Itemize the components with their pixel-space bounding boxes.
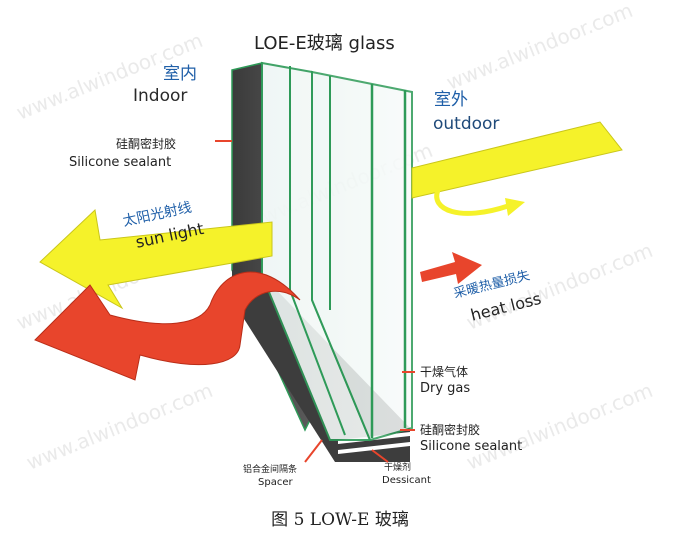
sealant-bottom-label-cn: 硅酮密封胶 (420, 423, 481, 437)
watermark-text: www.alwindoor.com (463, 378, 656, 475)
watermark-text: www.alwindoor.com (23, 378, 216, 475)
desiccant-label-cn: 干燥剂 (384, 463, 412, 473)
outdoor-label-en: outdoor (433, 114, 500, 134)
sealant-top-label-en: Silicone sealant (69, 155, 172, 170)
watermark-text: www.alwindoor.com (443, 0, 636, 95)
reflection-curl-arrow (434, 189, 509, 216)
sealant-bottom-label-en: Silicone sealant (420, 439, 523, 454)
spacer-label-en: Spacer (258, 477, 293, 488)
drygas-label-cn: 干燥气体 (420, 365, 469, 379)
heat-arrow-indoor (34, 271, 301, 381)
figure-caption: 图 5 LOW-E 玻璃 (271, 510, 409, 530)
sunlight-arrow-outdoor (411, 121, 623, 199)
spacer-strip (338, 442, 410, 454)
heat-loss-arrow (420, 252, 482, 284)
drygas-label-en: Dry gas (420, 381, 471, 396)
outdoor-label-cn: 室外 (434, 90, 468, 110)
desiccant-label-en: Dessicant (382, 475, 431, 486)
glass-diagram-illustration: www.alwindoor.com www.alwindoor.com www.… (13, 0, 656, 475)
outer-glass-pane (311, 70, 413, 442)
sunlight-arrow-indoor (39, 208, 273, 310)
sealant-top-label-cn: 硅酮密封胶 (116, 137, 177, 151)
indoor-label-cn: 室内 (163, 64, 197, 84)
diagram-title: LOE-E玻璃 glass (254, 33, 395, 54)
spacer-label-cn: 铝合金间隔条 (243, 465, 298, 475)
indoor-label-en: Indoor (133, 86, 188, 106)
